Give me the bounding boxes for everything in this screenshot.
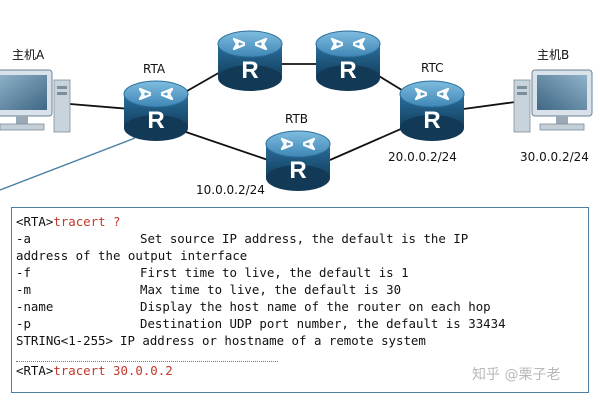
option-flag: -f bbox=[16, 265, 31, 280]
option-flag: -a bbox=[16, 231, 31, 246]
console-prompt: <RTA> bbox=[16, 214, 54, 229]
console-option-row: STRING<1-255> IP address or hostname of a… bbox=[16, 332, 588, 349]
rtc-label: RTC bbox=[421, 61, 444, 75]
network-topology-diagram: R R R R R bbox=[0, 29, 593, 193]
option-flag: -p bbox=[16, 316, 31, 331]
router-top-left: R bbox=[216, 29, 284, 93]
host-a-computer-icon bbox=[0, 69, 71, 133]
option-description: Display the host name of the router on e… bbox=[140, 299, 491, 314]
host-a-label: 主机A bbox=[12, 48, 45, 62]
option-description: First time to live, the default is 1 bbox=[140, 265, 409, 280]
network-label-10: 10.0.0.2/24 bbox=[196, 183, 265, 197]
network-label-30: 30.0.0.2/24 bbox=[520, 150, 589, 164]
router-top-right: R bbox=[314, 29, 382, 93]
rtb-label: RTB bbox=[285, 112, 309, 126]
router-rtb-letter: R bbox=[289, 157, 306, 184]
link-rta-rtb bbox=[179, 129, 269, 161]
option-flag: -name bbox=[16, 299, 54, 314]
router-rta: R bbox=[122, 79, 190, 143]
host-b-label: 主机B bbox=[537, 48, 570, 62]
option-flag: STRING<1-255> bbox=[16, 333, 113, 348]
console-option-row: -a Set source IP address, the default is … bbox=[16, 230, 588, 247]
console-option-row: address of the output interface bbox=[16, 247, 588, 264]
console-last-command-line: <RTA>tracert 30.0.0.2 bbox=[16, 362, 588, 379]
rta-label: RTA bbox=[143, 62, 166, 76]
console-option-row: -p Destination UDP port number, the defau… bbox=[16, 315, 588, 332]
option-description: address of the output interface bbox=[16, 248, 248, 263]
console-option-row: -m Max time to live, the default is 30 bbox=[16, 281, 588, 298]
link-rtb-rtc bbox=[329, 124, 411, 161]
console-last-prompt: <RTA> bbox=[16, 363, 54, 378]
callout-line bbox=[0, 137, 136, 191]
router-top-left-letter: R bbox=[241, 57, 258, 84]
router-rtc: R bbox=[398, 79, 466, 143]
console-command-line: <RTA>tracert ? bbox=[16, 213, 588, 230]
router-rtc-letter: R bbox=[423, 107, 440, 134]
console-ellipsis-separator bbox=[16, 351, 278, 362]
option-description: IP address or hostname of a remote syste… bbox=[119, 333, 426, 348]
option-description: Destination UDP port number, the default… bbox=[140, 316, 506, 331]
router-top-right-letter: R bbox=[339, 57, 356, 84]
network-label-20: 20.0.0.2/24 bbox=[388, 150, 457, 164]
console-option-row: -name Display the host name of the router… bbox=[16, 298, 588, 315]
console-option-row: -f First time to live, the default is 1 bbox=[16, 264, 588, 281]
option-flag: -m bbox=[16, 282, 31, 297]
console-last-command: tracert 30.0.0.2 bbox=[53, 363, 173, 378]
router-rtb: R bbox=[264, 129, 332, 193]
console-option-list: -a Set source IP address, the default is … bbox=[16, 230, 588, 349]
watermark-text: 知乎 @栗子老 bbox=[472, 367, 561, 383]
console-command: tracert ? bbox=[53, 214, 121, 229]
router-rta-letter: R bbox=[147, 107, 164, 134]
host-b-computer-icon bbox=[513, 69, 593, 133]
option-description: Set source IP address, the default is th… bbox=[140, 231, 469, 246]
option-description: Max time to live, the default is 30 bbox=[140, 282, 402, 297]
